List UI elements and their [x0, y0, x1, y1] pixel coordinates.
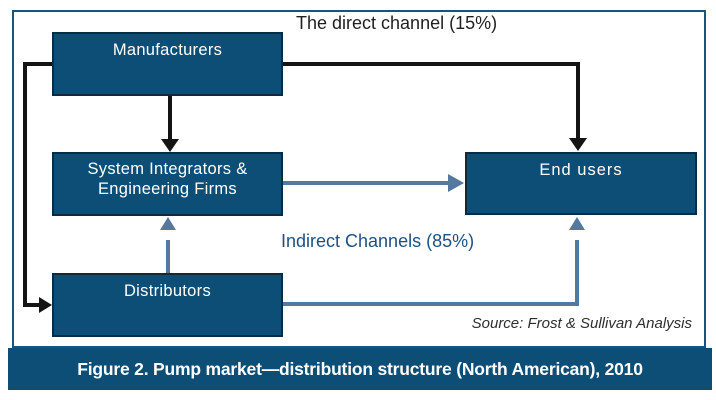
node-system-integrators: System Integrators & Engineering Firms	[52, 152, 283, 216]
arrow-shaft	[576, 62, 580, 139]
indirect-channel-label: Indirect Channels (85%)	[281, 231, 475, 251]
arrow-shaft	[283, 62, 580, 66]
arrow-shaft	[283, 302, 579, 306]
source-attribution-label: Source: Frost & Sullivan Analysis	[471, 315, 692, 332]
arrow-shaft	[23, 62, 52, 66]
arrowhead-right-icon	[39, 297, 52, 313]
arrowhead-right-icon	[448, 174, 464, 192]
arrow-shaft	[575, 240, 579, 306]
arrow-shaft	[168, 96, 172, 140]
arrow-shaft	[166, 240, 170, 273]
arrow-shaft	[23, 62, 27, 307]
arrowhead-up-icon	[160, 217, 176, 230]
figure-caption-text: Figure 2. Pump market—distribution struc…	[77, 358, 643, 379]
node-manufacturers: Manufacturers	[52, 32, 283, 96]
direct-channel-label: The direct channel (15%)	[296, 13, 498, 33]
node-distributors: Distributors	[52, 273, 283, 337]
arrow-shaft	[283, 181, 449, 185]
arrowhead-down-icon	[161, 139, 179, 152]
arrowhead-up-icon	[569, 217, 585, 230]
figure-caption-bar: Figure 2. Pump market—distribution struc…	[8, 348, 712, 390]
arrow-shaft	[23, 303, 40, 307]
arrowhead-down-icon	[569, 138, 587, 151]
node-end-users: End users	[465, 152, 697, 215]
